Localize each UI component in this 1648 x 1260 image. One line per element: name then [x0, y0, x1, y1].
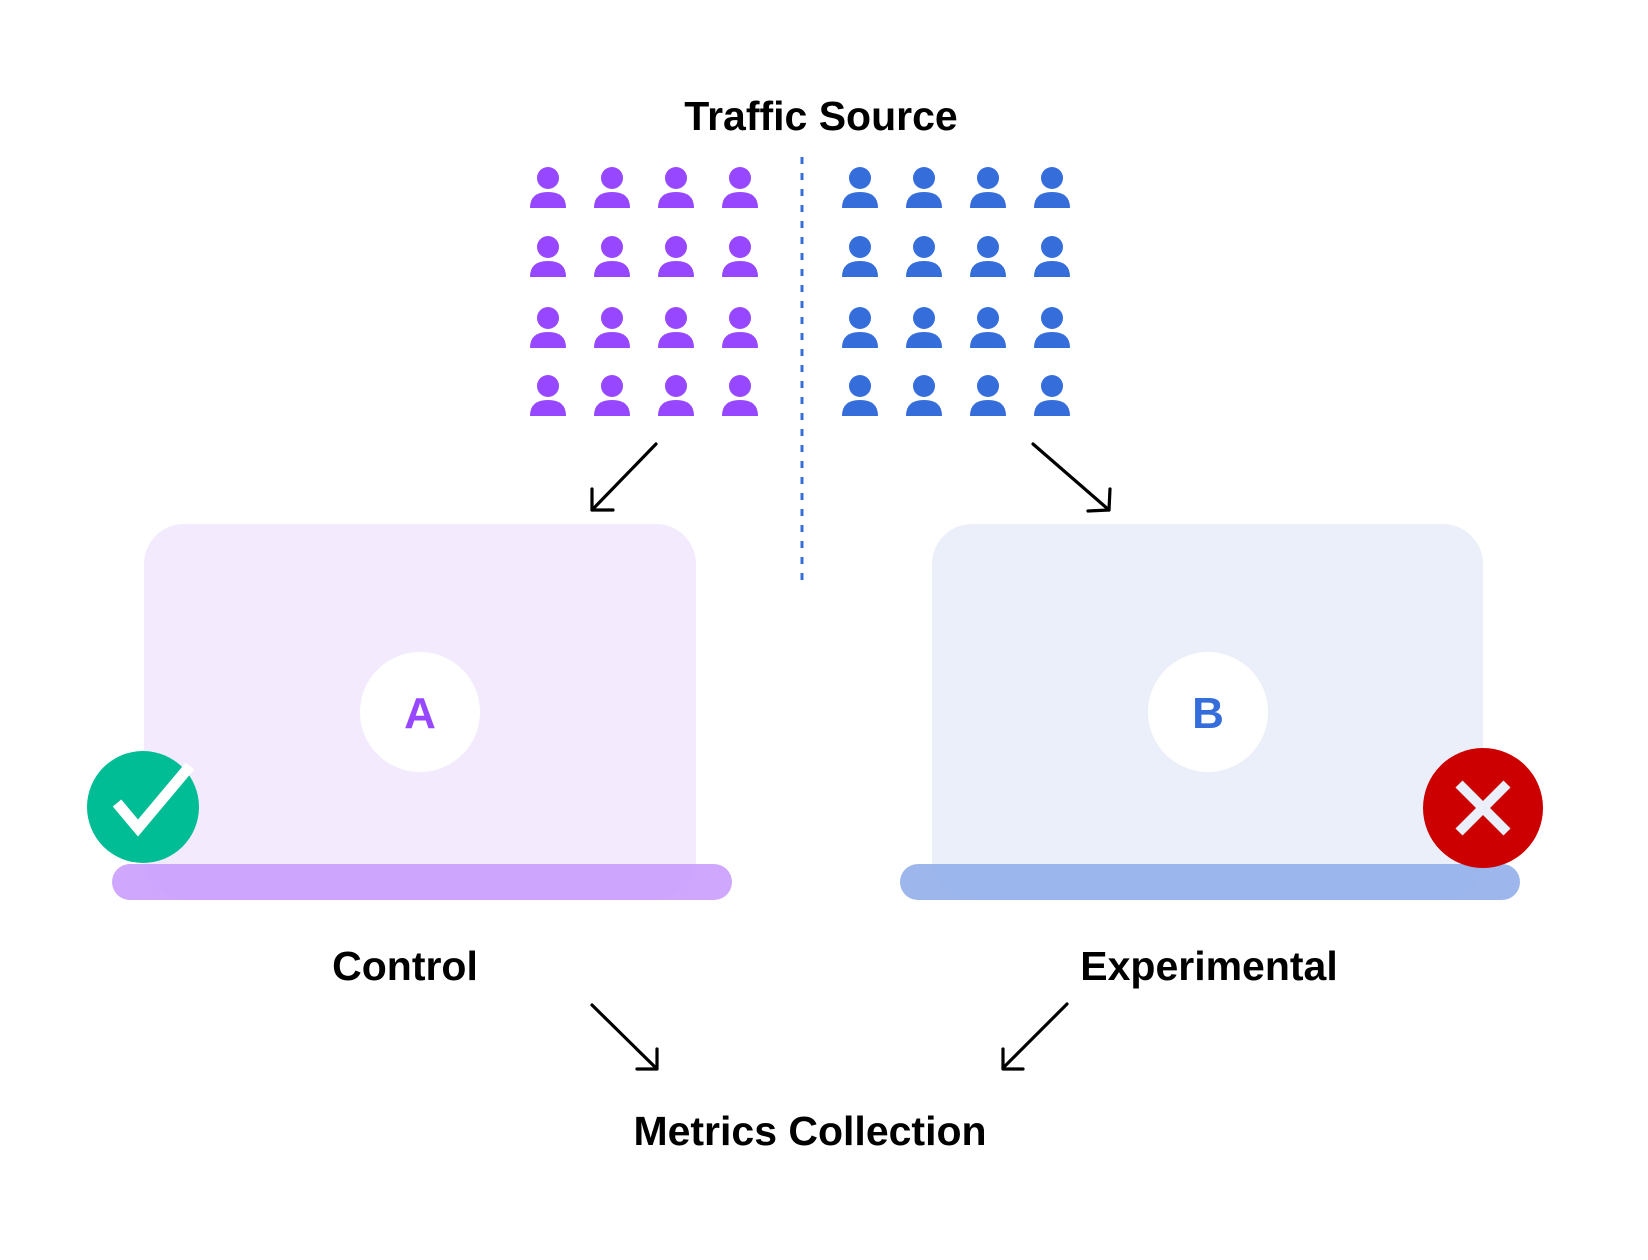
person-icon	[594, 375, 630, 416]
person-icon	[906, 307, 942, 348]
check-icon	[87, 751, 199, 863]
person-icon	[970, 307, 1006, 348]
person-icon	[1034, 167, 1070, 208]
person-icon	[594, 236, 630, 277]
person-icon	[842, 236, 878, 277]
person-icon	[722, 236, 758, 277]
person-icon	[594, 307, 630, 348]
person-icon	[722, 167, 758, 208]
variant-a-laptop: A	[112, 524, 732, 900]
person-icon	[1034, 307, 1070, 348]
person-icon	[722, 375, 758, 416]
person-icon	[906, 375, 942, 416]
person-icon	[906, 167, 942, 208]
experimental-label: Experimental	[1080, 943, 1338, 989]
person-icon	[530, 307, 566, 348]
x-icon	[1423, 748, 1543, 868]
variant-b-base	[900, 864, 1520, 900]
person-icon	[658, 236, 694, 277]
person-icon	[1034, 375, 1070, 416]
person-icon	[970, 375, 1006, 416]
variant-b-letter: B	[1192, 689, 1224, 738]
person-icon	[658, 167, 694, 208]
person-icon	[842, 375, 878, 416]
person-icon	[658, 307, 694, 348]
variant-a-letter: A	[404, 689, 436, 738]
person-icon	[1034, 236, 1070, 277]
traffic-source-title: Traffic Source	[684, 93, 957, 139]
person-icon	[842, 167, 878, 208]
arrow-traffic-to-control	[590, 442, 658, 512]
experimental-traffic-group	[842, 167, 1070, 416]
control-traffic-group	[530, 167, 758, 416]
arrow-traffic-to-experimental	[1031, 442, 1112, 513]
variant-b-badge	[1148, 652, 1268, 772]
person-icon	[970, 236, 1006, 277]
person-icon	[530, 167, 566, 208]
person-icon	[970, 167, 1006, 208]
person-icon	[530, 236, 566, 277]
person-icon	[530, 375, 566, 416]
arrow-experimental-to-metrics	[1001, 1002, 1069, 1071]
person-icon	[906, 236, 942, 277]
person-icon	[842, 307, 878, 348]
variant-a-base	[112, 864, 732, 900]
person-icon	[722, 307, 758, 348]
variant-a-badge	[360, 652, 480, 772]
person-icon	[658, 375, 694, 416]
arrow-control-to-metrics	[590, 1003, 659, 1071]
control-label: Control	[332, 943, 478, 989]
variant-b-laptop: B	[900, 524, 1520, 900]
person-icon	[594, 167, 630, 208]
metrics-collection-label: Metrics Collection	[633, 1108, 986, 1154]
